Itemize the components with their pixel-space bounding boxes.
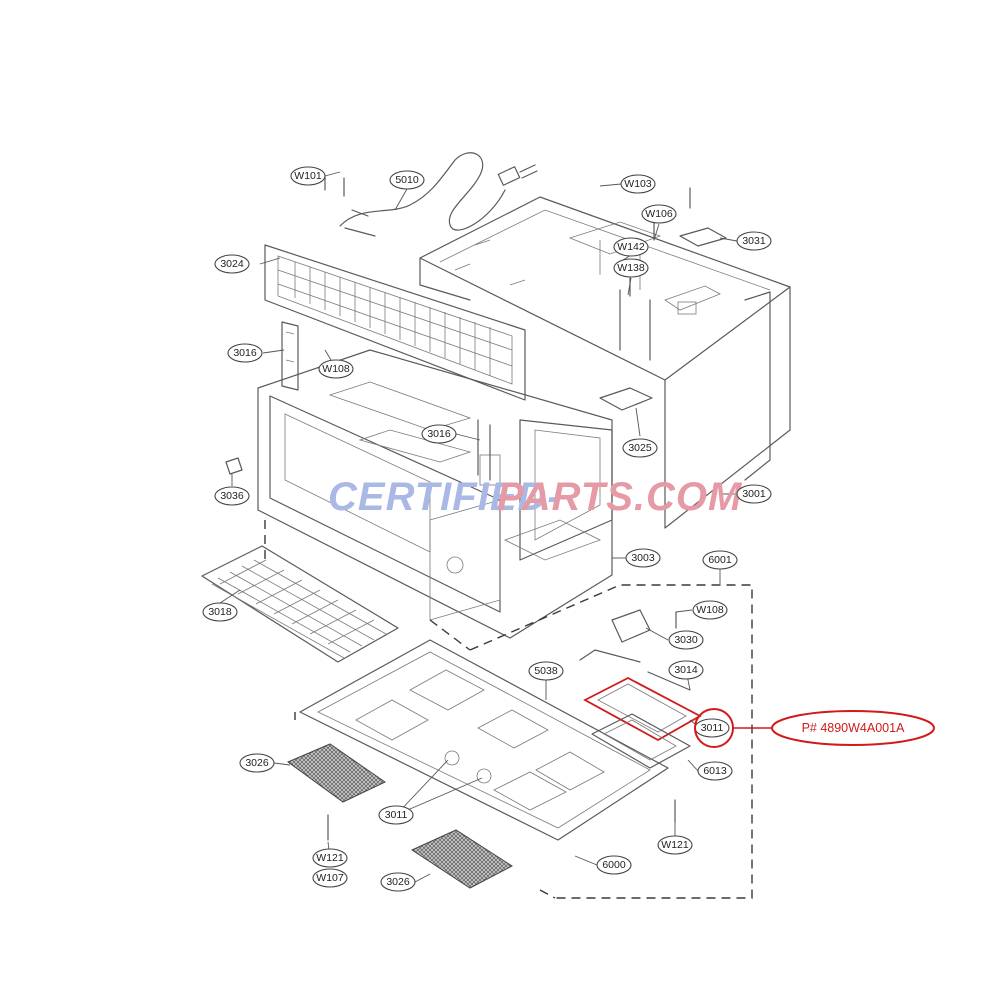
part-number-ellipse [771,710,935,746]
callout-label: 3014 [674,664,698,676]
watermark-parts-com: PARTS.COM [497,475,743,519]
callout-3024: 3024 [214,254,250,274]
callout-label: W107 [316,872,344,884]
leader-lines [219,171,738,883]
callout-3025: 3025 [622,438,658,458]
callout-w103: W103 [620,174,656,194]
callout-label: 5010 [395,174,419,186]
callout-5038: 5038 [528,661,564,681]
part-number-highlight: P# 4890W4A001A [694,708,935,748]
callout-3026-left: 3026 [239,753,275,773]
callout-3016-left: 3016 [227,343,263,363]
watermark-certified: CERTIFIED- [328,475,562,519]
callout-3018: 3018 [202,602,238,622]
callouts: W101 5010 W103 W106 3031 W142 W138 3024 [202,166,772,892]
callout-label: 3011 [385,809,408,821]
callout-3031: 3031 [736,231,772,251]
watermark: CERTIFIED- PARTS.COM [328,475,743,519]
callout-label: 3003 [631,552,655,564]
callout-label: W108 [322,363,350,375]
callout-label: W106 [645,208,673,220]
callout-w101: W101 [290,166,326,186]
callout-3036: 3036 [214,486,250,506]
callout-3001: 3001 [736,484,772,504]
part-number-label: P# 4890W4A001A [802,721,906,735]
callout-label: 3018 [208,606,232,618]
inner-chassis-part [257,349,613,639]
callout-3003: 3003 [625,548,661,568]
callout-w106-top: W106 [641,204,677,224]
assembly-boundary-6001 [469,584,753,899]
grease-filter-part [286,743,513,889]
assembly-boundary-bottom [294,712,556,899]
callout-label: 3001 [742,488,766,500]
bottom-plate-part [299,639,669,841]
callout-w108-left: W108 [318,359,354,379]
callout-3026-bottom: 3026 [380,872,416,892]
glass-tray-part [201,545,399,663]
callout-label: 3025 [628,442,652,454]
callout-w107: W107 [312,868,348,888]
callout-5010: 5010 [389,170,425,190]
callout-label: 3031 [742,235,766,247]
callout-label: W108 [696,604,724,616]
callout-3011-right: 3011 [694,718,730,738]
power-cord-part [339,152,538,237]
callout-6013: 6013 [697,761,733,781]
small-brackets [225,227,727,643]
callout-label: W103 [624,178,652,190]
callout-label: 6000 [602,859,626,871]
callout-label: W121 [661,839,689,851]
callout-label: 3026 [386,876,410,888]
callout-w121-left: W121 [312,848,348,868]
callout-label: W101 [294,170,322,182]
callout-label: 3036 [220,490,244,502]
vent-grille-part [264,244,526,401]
callout-3016-mid: 3016 [421,424,457,444]
callout-label: 3026 [245,757,269,769]
callout-w142: W142 [613,237,649,257]
callout-6000: 6000 [596,855,632,875]
callout-label: 3011 [701,722,724,734]
callout-3014: 3014 [668,660,704,680]
assembly-boundary-upper [264,520,471,651]
callout-3011-mid: 3011 [378,805,414,825]
callout-w138: W138 [613,258,649,278]
callout-label: W121 [316,852,344,864]
callout-label: 6001 [708,554,732,566]
callout-3030: 3030 [668,630,704,650]
screws [324,175,691,841]
callout-label: 3024 [220,258,244,270]
callout-label: 3030 [674,634,698,646]
callout-label: 5038 [534,665,558,677]
callout-6001: 6001 [702,550,738,570]
callout-label: W142 [617,241,645,253]
callout-label: 3016 [427,428,451,440]
callout-w121-right: W121 [657,835,693,855]
outer-cabinet-part [419,196,791,529]
callout-label: W138 [617,262,645,274]
callout-label: 3016 [233,347,257,359]
callout-w108-right: W108 [692,600,728,620]
callout-label: 6013 [703,765,727,777]
hinge-bracket-part [281,321,299,391]
